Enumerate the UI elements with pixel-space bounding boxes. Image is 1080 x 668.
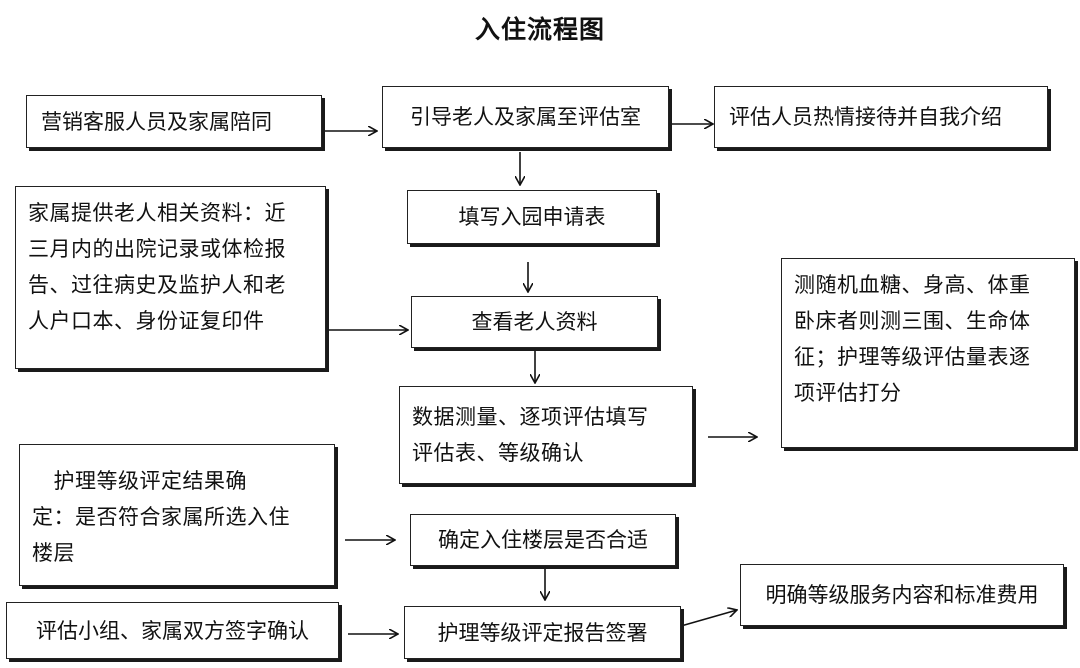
node-guide-text: 引导老人及家属至评估室: [410, 105, 641, 129]
node-care-level-result-line-1: 护理等级评定结果确: [32, 469, 247, 493]
node-family-docs-line-2: 三月内的出院记录或体检报: [28, 237, 286, 261]
node-sign-confirm-text: 评估小组、家属双方签字确认: [36, 618, 309, 643]
node-report-sign: 护理等级评定报告签署: [404, 606, 681, 659]
node-data-measure-line-1: 数据测量、逐项评估填写: [412, 405, 649, 429]
node-confirm-floor: 确定入住楼层是否合适: [410, 514, 676, 566]
arrow-report-to-fee: [680, 610, 737, 627]
node-measure-line-1: 测随机血糖、身高、体重: [794, 273, 1031, 297]
node-report-sign-text: 护理等级评定报告签署: [437, 620, 648, 645]
node-check-docs-text: 查看老人资料: [471, 310, 598, 334]
node-measure: 测随机血糖、身高、体重 卧床者则测三围、生命体 征；护理等级评估量表逐 项评估打…: [781, 258, 1075, 448]
node-data-measure: 数据测量、逐项评估填写 评估表、等级确认: [399, 386, 693, 484]
node-evaluator: 评估人员热情接待并自我介绍: [714, 86, 1048, 148]
node-marketing-text: 营销客服人员及家属陪同: [41, 109, 272, 134]
diagram-title: 入住流程图: [474, 15, 605, 44]
node-service-fee: 明确等级服务内容和标准费用: [740, 564, 1064, 626]
node-measure-line-2: 卧床者则测三围、生命体: [794, 309, 1031, 333]
node-evaluator-text: 评估人员热情接待并自我介绍: [729, 105, 1002, 129]
node-fill-form-text: 填写入园申请表: [458, 205, 606, 229]
node-family-docs: 家属提供老人相关资料：近 三月内的出院记录或体检报 告、过往病史及监护人和老 人…: [15, 186, 326, 369]
node-sign-confirm: 评估小组、家属双方签字确认: [6, 602, 339, 659]
node-family-docs-line-1: 家属提供老人相关资料：近: [28, 201, 286, 225]
node-marketing: 营销客服人员及家属陪同: [26, 95, 322, 148]
node-measure-line-3: 征；护理等级评估量表逐: [794, 345, 1031, 369]
node-care-level-result-line-2: 定：是否符合家属所选入住: [32, 505, 290, 529]
node-fill-form: 填写入园申请表: [407, 190, 657, 244]
node-family-docs-line-3: 告、过往病史及监护人和老: [28, 273, 286, 297]
node-care-level-result: 护理等级评定结果确 定：是否符合家属所选入住 楼层: [19, 444, 335, 586]
node-confirm-floor-text: 确定入住楼层是否合适: [438, 528, 648, 552]
node-service-fee-text: 明确等级服务内容和标准费用: [765, 583, 1039, 607]
node-family-docs-line-4: 人户口本、身份证复印件: [28, 309, 265, 333]
node-check-docs: 查看老人资料: [411, 296, 658, 348]
node-measure-line-4: 项评估打分: [794, 381, 902, 405]
node-data-measure-line-2: 评估表、等级确认: [412, 441, 584, 465]
node-care-level-result-line-3: 楼层: [32, 541, 75, 565]
node-guide: 引导老人及家属至评估室: [382, 86, 669, 148]
